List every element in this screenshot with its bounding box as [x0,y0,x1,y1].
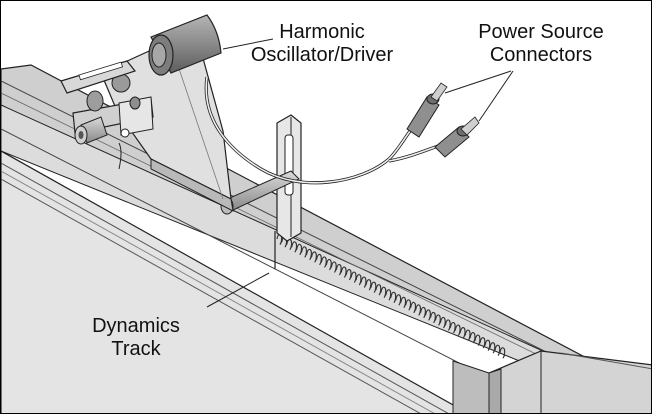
banana-plug-upper [406,82,448,138]
motor [148,14,222,76]
dynamics-track-label-line2: Track [111,338,161,360]
banana-plug-lower [434,116,480,158]
leader-oscillator [222,38,274,50]
oscillator-bracket [100,40,234,212]
dynamics-track-label-line1: Dynamics [92,315,180,337]
power-connectors-label: Power Source Connectors [461,21,621,67]
oscillator-label: Harmonic Oscillator/Driver [227,21,417,67]
leader-power-upper [444,70,512,94]
oscillator-label-line2: Oscillator/Driver [250,44,394,66]
oscillator-label-line1: Harmonic [279,21,365,43]
spring [274,231,506,359]
cart-end [452,350,651,413]
leader-track [206,272,270,308]
dynamics-track-label: Dynamics Track [71,315,201,361]
power-connectors-label-line2: Connectors [489,44,593,66]
power-wires [204,76,442,185]
drive-arm [60,60,154,170]
power-connectors-label-line1: Power Source [478,21,604,43]
leader-lines [206,38,514,308]
leader-power-lower [478,70,514,122]
